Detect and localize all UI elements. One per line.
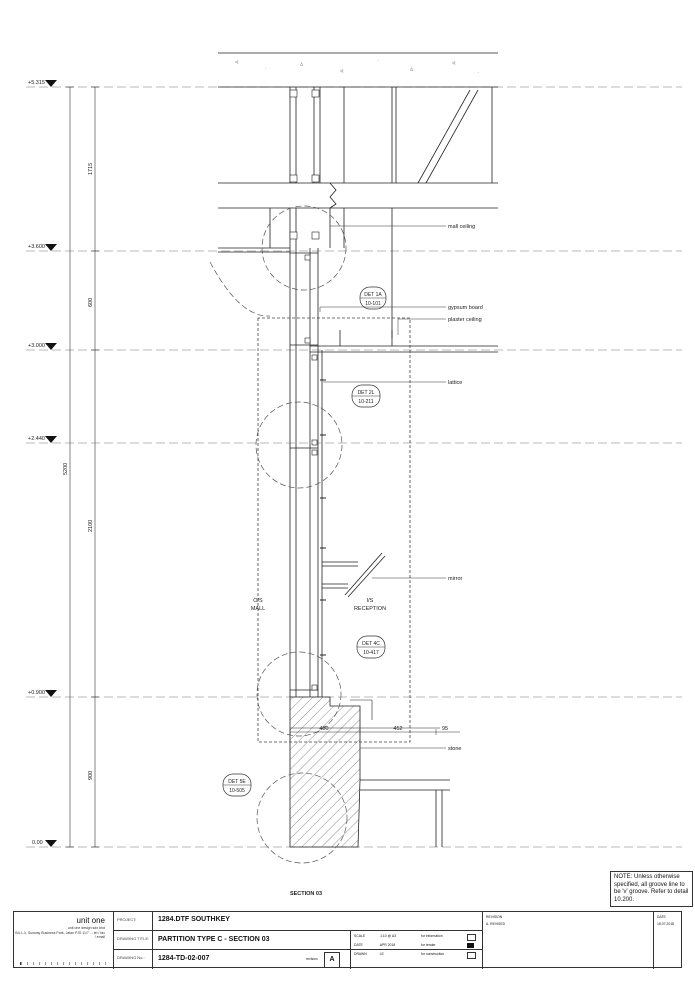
dim-450: 450	[319, 726, 328, 732]
detail-bubble-dividers	[223, 297, 386, 786]
svg-text:△: △	[410, 66, 414, 71]
drawing-no-value: 1284-TD-02-007	[158, 955, 210, 962]
project-label: PROJECT:	[117, 917, 137, 922]
firm-logo-panel: unit one unit one design sdn bhd B4-1-3,…	[14, 912, 114, 969]
plaster-ceiling	[310, 330, 498, 353]
reception-counter	[360, 779, 450, 847]
svg-text:·: ·	[378, 58, 379, 63]
dim-1715: 1715	[88, 163, 94, 175]
detail-circles	[209, 205, 348, 864]
revision-letter-box: A	[324, 952, 340, 968]
svg-text:◁: ◁	[235, 59, 239, 64]
revision-panel: REVISION A. REVISED	[482, 912, 653, 969]
svg-text:◁: ◁	[452, 60, 456, 65]
firm-address: unit one design sdn bhd B4-1-3, Sunway B…	[15, 926, 105, 939]
level-label-5315: +5.315	[28, 80, 45, 86]
mirror-bracket	[322, 552, 386, 598]
firm-name: unit one	[76, 916, 105, 925]
svg-text:·: ·	[478, 70, 479, 75]
zone-is: I/S	[367, 598, 374, 604]
slab-speckle: ◁ · △ ◁ · △ ◁ ·	[235, 58, 479, 75]
stone-base	[289, 696, 440, 848]
revision-cloud	[257, 317, 411, 743]
detail-1a-label: DET 1A	[364, 292, 382, 298]
top-slab	[218, 52, 498, 209]
svg-text:◁: ◁	[340, 68, 344, 73]
dim-600: 600	[88, 298, 94, 307]
drawing-title-row: DRAWING TITLE: PARTITION TYPE C - SECTIO…	[114, 931, 482, 969]
note-stone: stone	[448, 746, 461, 752]
level-markers	[45, 80, 57, 847]
mall-ceiling	[218, 208, 393, 338]
zone-mall: MALL	[251, 606, 265, 612]
detail-1a-ref: 10-101	[365, 301, 381, 307]
detail-5e-ref: 10-505	[229, 788, 245, 794]
svg-text:△: △	[300, 61, 304, 66]
leader-lines	[319, 225, 446, 749]
project-value: 1284.DTF SOUTHKEY	[158, 916, 230, 923]
detail-2l-label: DET 2L	[358, 390, 375, 396]
note-mirror: mirror	[448, 576, 463, 582]
level-label-0900: +0.900	[28, 690, 45, 696]
level-label-000: 0.00	[32, 840, 43, 846]
note-mall-ceiling: mall ceiling	[448, 224, 475, 230]
detail-5e-label: DET 5E	[228, 779, 246, 785]
date-entry: 18.07.2018	[657, 922, 674, 926]
detail-4c-ref: 10-417	[363, 650, 379, 656]
note-lattice: lattice	[448, 380, 462, 386]
level-label-3000: +3.000	[28, 343, 45, 349]
revision-header: REVISION	[486, 915, 503, 919]
detail-2l-ref: 10-211	[358, 399, 373, 405]
date-panel: DATE 18.07.2018	[653, 912, 683, 969]
level-label-3600: +3.600	[28, 244, 45, 250]
title-block: unit one unit one design sdn bhd B4-1-3,…	[13, 911, 683, 969]
partition-wall	[289, 208, 323, 697]
horizontal-dimensions	[289, 729, 460, 735]
level-label-2440: +2.440	[28, 436, 45, 442]
dim-5200: 5200	[63, 463, 69, 475]
zone-os: O/S	[253, 598, 263, 604]
zone-reception: RECEPTION	[354, 606, 386, 612]
dimension-lines	[66, 86, 99, 848]
drawing-title-label: DRAWING TITLE:	[117, 936, 150, 941]
drawing-title-value: PARTITION TYPE C - SECTION 03	[158, 936, 270, 943]
dim-452: 452	[393, 726, 402, 732]
project-row: PROJECT: 1284.DTF SOUTHKEY	[114, 912, 482, 931]
scale-bar	[20, 962, 107, 965]
drawing-no-row: DRAWING No.: 1284-TD-02-007 revision	[114, 950, 482, 969]
drawing-no-label: DRAWING No.:	[117, 955, 145, 960]
revision-entry: A. REVISED	[486, 922, 506, 926]
meta-box: SCALE 1:10 @ A3 DATE APR 2018 DRAWN LE f…	[350, 931, 483, 969]
date-header: DATE	[657, 915, 666, 919]
general-note: NOTE: Unless otherwise specified, all gr…	[610, 871, 693, 907]
revision-small-label: revision	[306, 957, 318, 961]
lattice-fixings	[289, 89, 320, 691]
section-title: SECTION 03	[290, 891, 322, 897]
dim-95: 95	[442, 726, 448, 732]
note-plaster-ceiling: plaster ceiling	[448, 317, 482, 323]
lattice-studs	[320, 379, 326, 656]
detail-4c-label: DET 4C	[362, 641, 380, 647]
note-gypsum-board: gypsum board	[448, 305, 483, 311]
dim-2100: 2100	[88, 520, 94, 532]
dim-900: 900	[88, 771, 94, 780]
svg-text:·: ·	[265, 66, 266, 71]
